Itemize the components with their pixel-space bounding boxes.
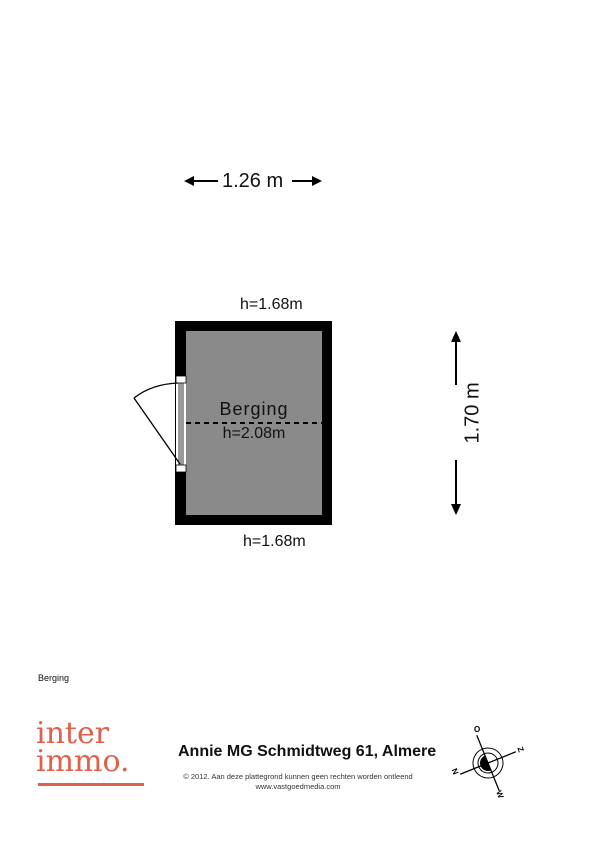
logo-underline [38,783,144,786]
height-dimension-label: 1.70 m [461,382,484,444]
copyright-text: © 2012. Aan deze plattegrond kunnen geen… [183,772,413,781]
top-wall-height-label: h=1.68m [240,296,303,313]
address-title: Annie MG Schmidtweg 61, Almere [178,743,437,760]
compass-icon [459,734,517,792]
width-dimension-arrow [184,176,322,186]
brand-logo: inter immo. [36,716,130,779]
width-dimension-label: 1.26 m [222,170,284,192]
room-name-label: Berging [219,399,289,419]
floor-name: Berging [38,673,70,683]
logo-line-1: inter [36,716,110,751]
logo-line-2: immo. [36,744,130,779]
door[interactable] [133,375,187,473]
height-dimension-arrow [451,331,461,515]
room-height-label: h=2.08m [222,425,286,442]
compass-label-o: O [474,725,481,734]
website-link[interactable]: www.vastgoedmedia.com [255,782,341,791]
bottom-wall-height-label: h=1.68m [243,533,306,550]
